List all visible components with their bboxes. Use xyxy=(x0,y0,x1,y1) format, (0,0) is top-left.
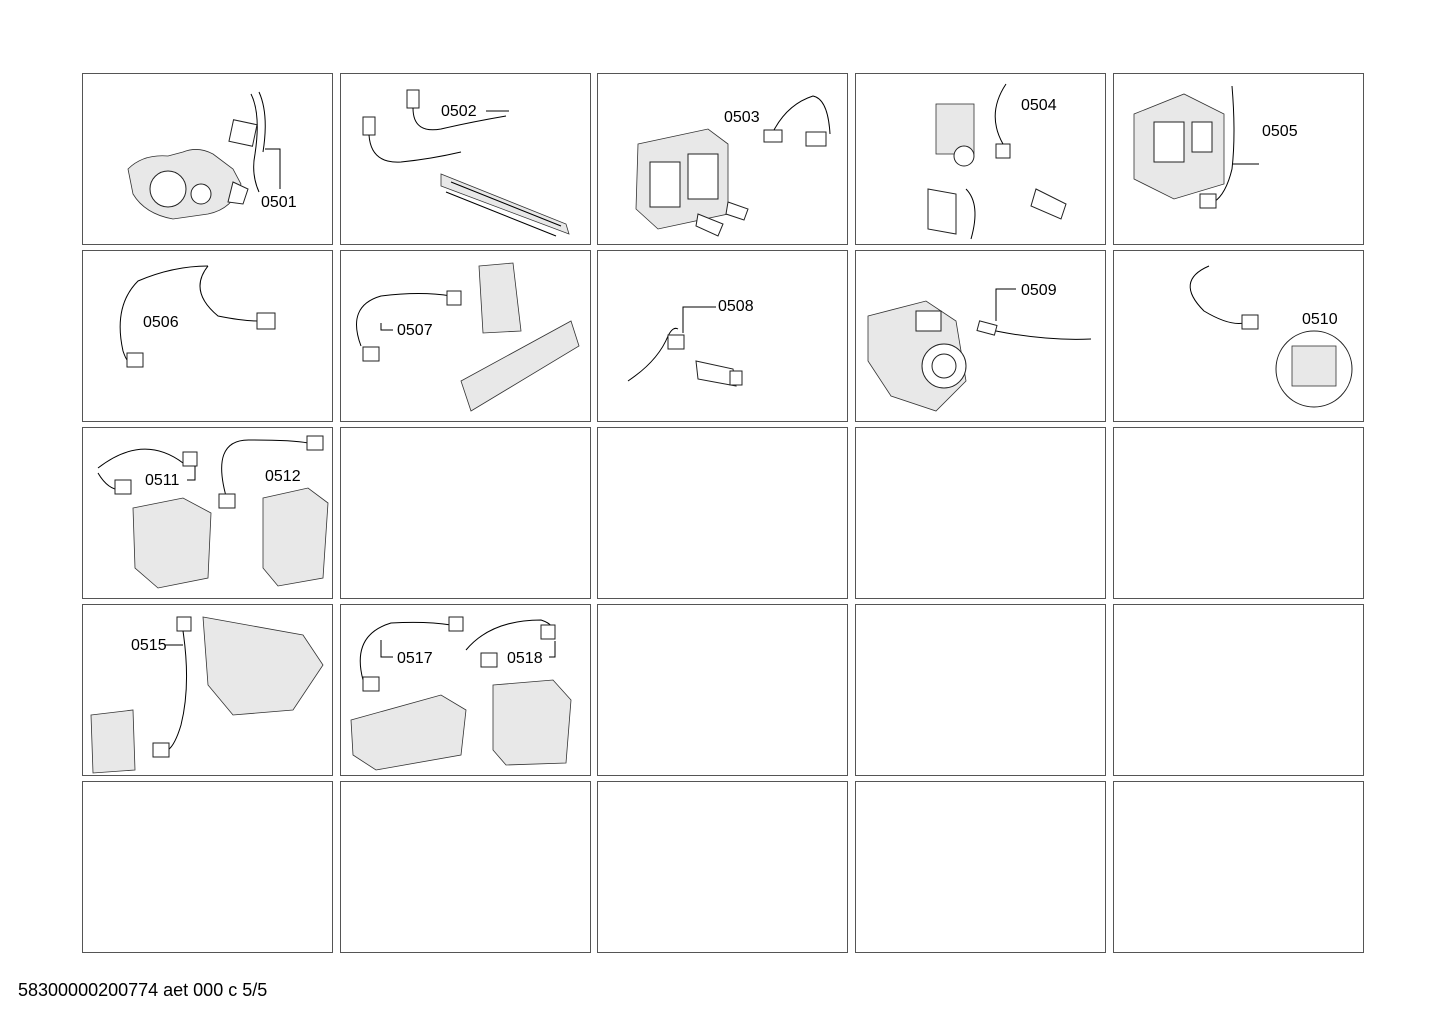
part-0507-drawing: 0507 xyxy=(356,262,580,412)
cell-0505[interactable]: 0505 xyxy=(1113,73,1364,245)
cell-0517-0518[interactable]: 0517 0518 xyxy=(340,604,591,776)
document-id: 58300000200774 aet 000 c 5/5 xyxy=(18,980,268,1000)
part-0509-drawing: 0509 xyxy=(867,282,1092,412)
cell-0507[interactable]: 0507 xyxy=(340,250,591,422)
label-0509: 0509 xyxy=(1021,282,1057,299)
label-0510: 0510 xyxy=(1302,311,1338,328)
cell-empty-3-4 xyxy=(1113,604,1364,776)
label-0518: 0518 xyxy=(507,650,543,667)
label-0502: 0502 xyxy=(441,103,477,120)
cell-0502[interactable]: 0502 xyxy=(340,73,591,245)
cell-0515[interactable]: 0515 xyxy=(82,604,333,776)
cell-empty-3-3 xyxy=(855,604,1106,776)
part-0501-drawing: 0501 xyxy=(127,91,297,220)
cell-0504[interactable]: 0504 xyxy=(855,73,1106,245)
cell-empty-4-0 xyxy=(82,781,333,953)
cell-0506[interactable]: 0506 xyxy=(82,250,333,422)
cell-empty-4-1 xyxy=(340,781,591,953)
label-0512: 0512 xyxy=(265,468,301,485)
part-0502-drawing: 0502 xyxy=(362,89,570,237)
cell-empty-2-3 xyxy=(855,427,1106,599)
label-0517: 0517 xyxy=(397,650,433,667)
part-0506-drawing: 0506 xyxy=(119,265,276,368)
parts-grid: 0501 0502 0503 xyxy=(82,73,1364,955)
label-0503: 0503 xyxy=(724,109,760,126)
part-0515-drawing: 0515 xyxy=(90,616,324,774)
label-0511: 0511 xyxy=(145,472,180,489)
label-0501: 0501 xyxy=(261,194,297,211)
part-0517-0518-drawing: 0517 0518 xyxy=(350,616,572,771)
label-0505: 0505 xyxy=(1262,123,1298,140)
cell-empty-4-4 xyxy=(1113,781,1364,953)
cell-0503[interactable]: 0503 xyxy=(597,73,848,245)
label-0515: 0515 xyxy=(131,637,167,654)
part-0504-drawing: 0504 xyxy=(927,83,1067,240)
cell-0511-0512[interactable]: 0511 0512 xyxy=(82,427,333,599)
part-0508-drawing: 0508 xyxy=(627,298,754,387)
cell-empty-2-1 xyxy=(340,427,591,599)
cell-0509[interactable]: 0509 xyxy=(855,250,1106,422)
part-0511-0512-drawing: 0511 0512 xyxy=(97,435,329,589)
part-0505-drawing: 0505 xyxy=(1133,85,1298,209)
cell-0510[interactable]: 0510 xyxy=(1113,250,1364,422)
label-0507: 0507 xyxy=(397,322,433,339)
cell-0501[interactable]: 0501 xyxy=(82,73,333,245)
cell-empty-2-2 xyxy=(597,427,848,599)
cell-empty-4-3 xyxy=(855,781,1106,953)
label-0504: 0504 xyxy=(1021,97,1057,114)
part-0510-drawing: 0510 xyxy=(1189,265,1353,408)
part-0503-drawing: 0503 xyxy=(635,95,831,237)
label-0508: 0508 xyxy=(718,298,754,315)
cell-empty-3-2 xyxy=(597,604,848,776)
label-0506: 0506 xyxy=(143,314,179,331)
cell-0508[interactable]: 0508 xyxy=(597,250,848,422)
cell-empty-2-4 xyxy=(1113,427,1364,599)
cell-empty-4-2 xyxy=(597,781,848,953)
